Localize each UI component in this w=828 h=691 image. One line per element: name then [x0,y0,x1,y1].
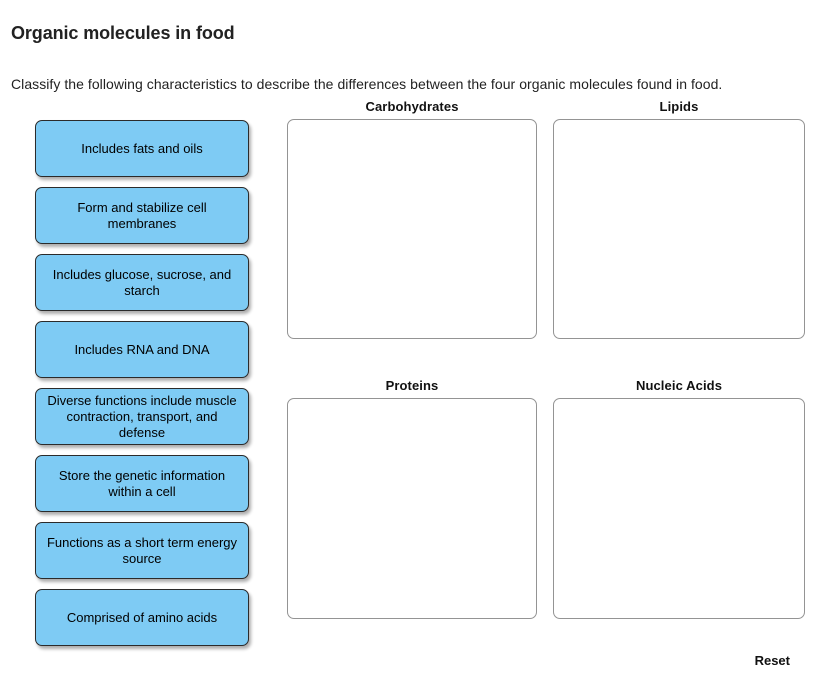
instructions-text: Classify the following characteristics t… [11,76,723,92]
drop-zone-area-nucleic-acids[interactable] [553,398,805,619]
page-title: Organic molecules in food [11,23,235,44]
reset-button[interactable]: Reset [754,653,790,668]
drop-zone-proteins: Proteins [287,378,537,619]
draggable-tile[interactable]: Includes glucose, sucrose, and starch [35,254,249,311]
tile-label: Form and stabilize cell membranes [77,199,207,231]
tile-label: Includes glucose, sucrose, and starch [52,266,232,298]
drop-zone-area-proteins[interactable] [287,398,537,619]
drop-zone-area-lipids[interactable] [553,119,805,339]
drop-zone-title: Nucleic Acids [635,378,723,393]
draggable-tile[interactable]: Form and stabilize cell membranes [35,187,249,244]
tile-bank: Includes fats and oils Form and stabiliz… [35,120,249,656]
drop-zone-title: Carbohydrates [365,99,459,114]
tile-label: Store the genetic information within a c… [58,467,226,499]
tile-label: Includes RNA and DNA [74,341,210,357]
draggable-tile[interactable]: Diverse functions include muscle contrac… [35,388,249,445]
draggable-tile[interactable]: Functions as a short term energy source [35,522,249,579]
tile-label: Diverse functions include muscle contrac… [47,392,237,440]
tile-label: Functions as a short term energy source [46,534,238,566]
draggable-tile[interactable]: Includes RNA and DNA [35,321,249,378]
draggable-tile[interactable]: Includes fats and oils [35,120,249,177]
tile-label: Includes fats and oils [81,140,203,156]
tile-label: Comprised of amino acids [66,609,218,625]
drop-zone-carbohydrates: Carbohydrates [287,99,537,339]
drop-zone-nucleic-acids: Nucleic Acids [553,378,805,619]
drop-zone-title: Proteins [385,378,439,393]
drop-zone-area-carbohydrates[interactable] [287,119,537,339]
draggable-tile[interactable]: Store the genetic information within a c… [35,455,249,512]
draggable-tile[interactable]: Comprised of amino acids [35,589,249,646]
drop-zone-title: Lipids [659,99,699,114]
drop-zone-lipids: Lipids [553,99,805,339]
